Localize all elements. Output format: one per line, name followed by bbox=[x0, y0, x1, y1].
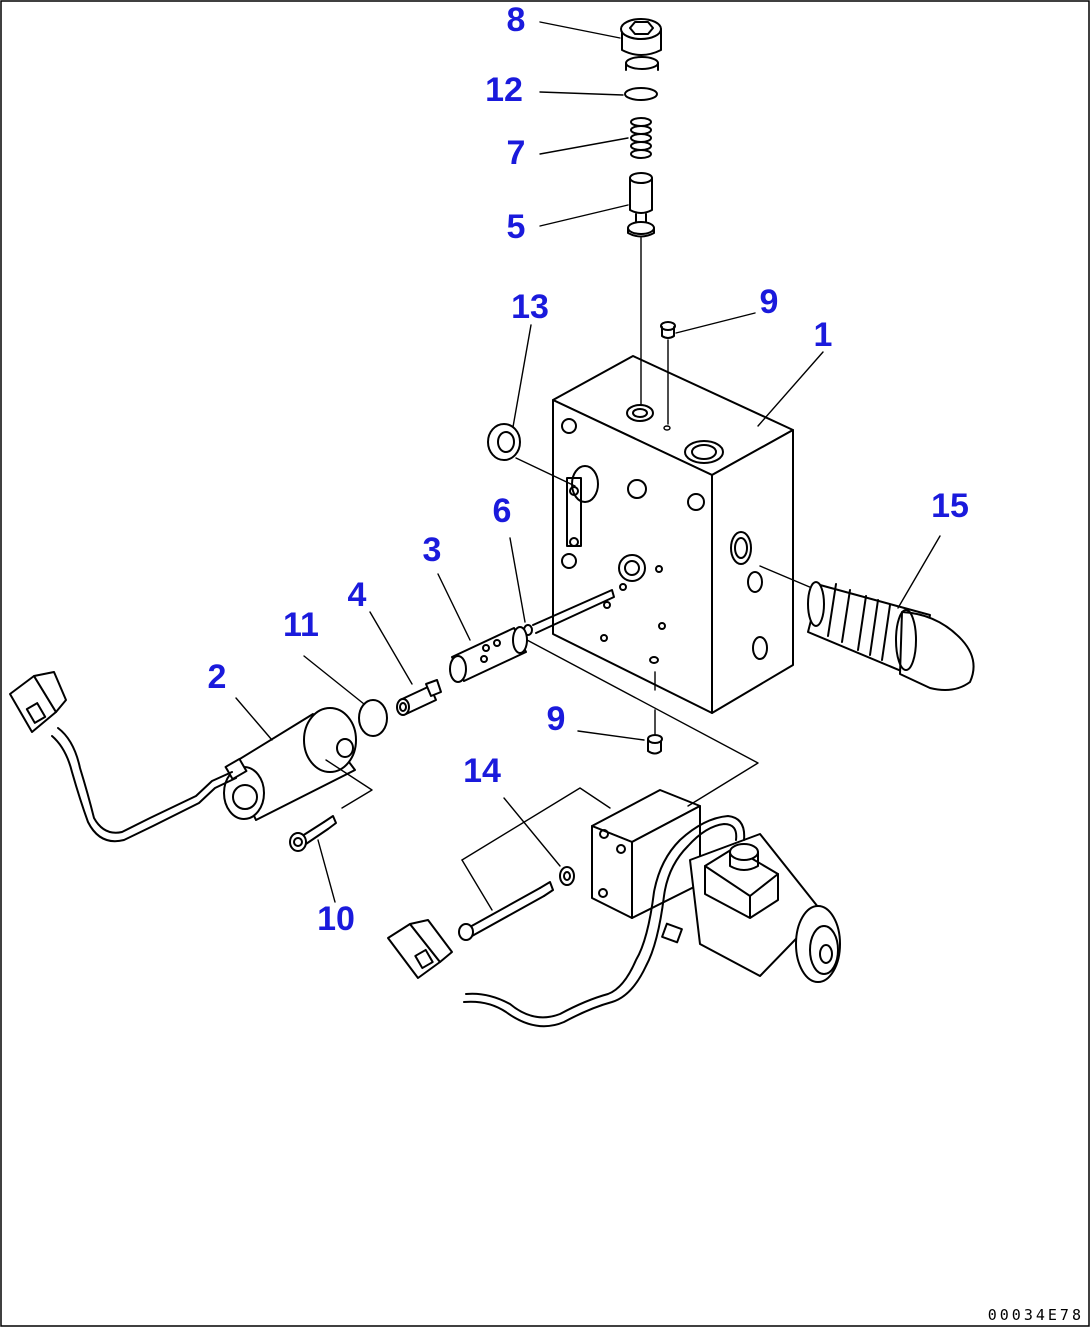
reference-number: 00034E78 bbox=[988, 1306, 1084, 1324]
callout-1: 1 bbox=[814, 316, 833, 354]
callout-6: 6 bbox=[493, 492, 512, 530]
valve-cable-14 bbox=[465, 815, 746, 1019]
bolt-part-14 bbox=[458, 881, 554, 941]
assembly-line-13 bbox=[515, 457, 576, 487]
callout-11: 11 bbox=[283, 606, 319, 644]
plug-part-8 bbox=[620, 18, 662, 71]
assembly-rod-6 bbox=[532, 589, 615, 634]
relief-valve-part-15 bbox=[807, 581, 975, 691]
callout-8: 8 bbox=[507, 1, 526, 39]
callouts: 8 12 7 5 9 13 1 15 6 3 4 11 2 9 14 10 bbox=[208, 1, 969, 938]
assembly-line-14 bbox=[526, 639, 759, 807]
callout-15: 15 bbox=[931, 487, 969, 525]
solenoid-valve-part-14 bbox=[591, 789, 841, 983]
callout-12: 12 bbox=[485, 71, 523, 109]
fitting-part-4 bbox=[396, 679, 442, 716]
plug-part-9-top bbox=[660, 321, 676, 339]
connector-14 bbox=[387, 919, 453, 979]
solenoid-cable-2 bbox=[57, 727, 233, 834]
leader-lines bbox=[235, 21, 941, 903]
callout-9-top: 9 bbox=[760, 283, 779, 321]
solenoid-part-2 bbox=[223, 707, 373, 821]
plug-part-9-bottom bbox=[647, 734, 663, 755]
o-ring-part-12 bbox=[624, 87, 658, 101]
callout-10: 10 bbox=[317, 900, 355, 938]
callout-4: 4 bbox=[348, 576, 367, 614]
callout-13: 13 bbox=[511, 288, 549, 326]
sleeve-part-3 bbox=[449, 626, 528, 683]
valve-cable-14-b bbox=[463, 823, 738, 1028]
bracket-14-b bbox=[461, 859, 493, 911]
bolt-part-10 bbox=[289, 815, 337, 852]
callout-2: 2 bbox=[208, 658, 227, 696]
assembly-line-15 bbox=[759, 565, 813, 589]
callout-14: 14 bbox=[463, 752, 501, 790]
callout-5: 5 bbox=[507, 208, 526, 246]
solenoid-cable-2-b bbox=[51, 735, 237, 843]
callout-9-bottom: 9 bbox=[547, 700, 566, 738]
seal-part-13 bbox=[487, 423, 521, 461]
callout-7: 7 bbox=[507, 134, 526, 172]
connector-2 bbox=[9, 671, 67, 733]
valve-block bbox=[552, 355, 794, 714]
spring-part-7 bbox=[630, 117, 652, 159]
callout-3: 3 bbox=[423, 531, 442, 569]
poppet-part-5 bbox=[627, 172, 655, 238]
o-ring-part-11 bbox=[358, 699, 388, 737]
bracket-14 bbox=[461, 787, 611, 861]
washer-part-14 bbox=[559, 866, 575, 886]
